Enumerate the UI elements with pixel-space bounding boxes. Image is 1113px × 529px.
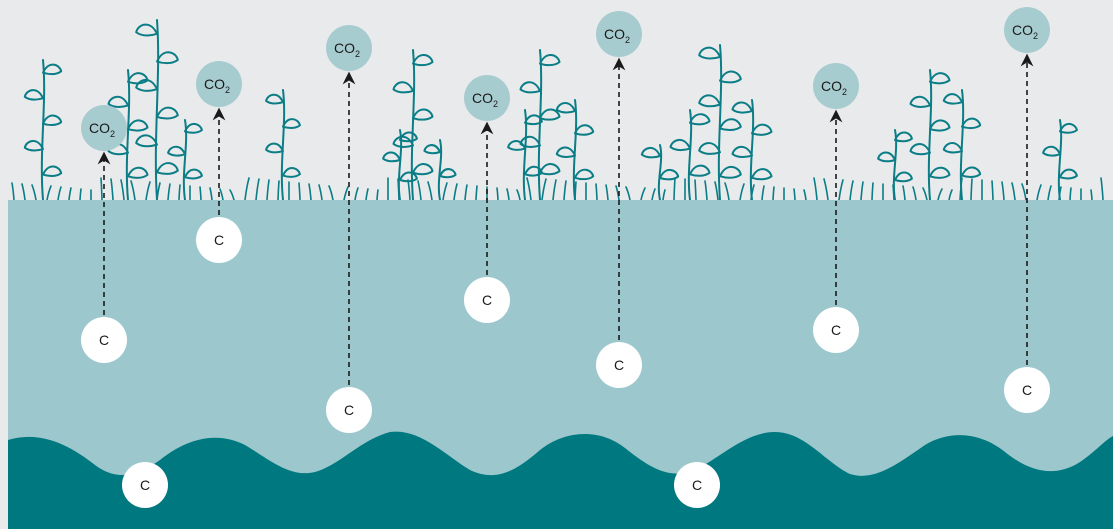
- soil-carbon-badge: C: [81, 317, 127, 363]
- grass-blades-icon: [11, 177, 1104, 201]
- co2-bubble: CO2: [813, 63, 859, 109]
- carbon-label: C: [1022, 382, 1032, 398]
- soil-carbon-badges: C C C C C C C C C: [81, 217, 1050, 508]
- bedrock-carbon-badge: C: [122, 462, 168, 508]
- plant-sprout-icon: [698, 44, 742, 201]
- carbon-label: C: [344, 402, 354, 418]
- carbon-label: C: [831, 322, 841, 338]
- soil-carbon-badge: C: [813, 307, 859, 353]
- carbon-label: C: [140, 477, 150, 493]
- co2-bubble: CO2: [196, 61, 242, 107]
- co2-bubble: CO2: [596, 11, 642, 57]
- bedrock-carbon-badge: C: [674, 462, 720, 508]
- co2-bubble: CO2: [1004, 7, 1050, 53]
- plant-sprout-icon: [135, 19, 179, 201]
- co2-label: CO2: [334, 40, 360, 59]
- co2-label: CO2: [472, 90, 498, 109]
- co2-label: CO2: [204, 76, 230, 95]
- soil-carbon-badge: C: [196, 217, 242, 263]
- plant-sprout-icon: [669, 109, 711, 201]
- plant-sprout-icon: [23, 59, 63, 201]
- soil-carbon-badge: C: [596, 342, 642, 388]
- plant-sprout-icon: [507, 109, 543, 201]
- carbon-label: C: [214, 232, 224, 248]
- soil-carbon-badge: C: [326, 387, 372, 433]
- co2-label: CO2: [604, 26, 630, 45]
- plant-sprout-icon: [265, 89, 301, 201]
- carbon-label: C: [482, 292, 492, 308]
- plant-sprout-icon: [640, 144, 680, 201]
- co2-bubble: CO2: [81, 105, 127, 151]
- co2-label: CO2: [1012, 22, 1038, 41]
- plant-sprout-icon: [167, 119, 203, 201]
- co2-bubble: CO2: [326, 25, 372, 71]
- vegetation: [11, 19, 1104, 201]
- co2-label: CO2: [89, 120, 115, 139]
- bedrock-layer: [8, 431, 1113, 529]
- soil-carbon-badge: C: [464, 277, 510, 323]
- plant-sprout-icon: [555, 99, 595, 201]
- carbon-flow-arrows: [97, 53, 1034, 385]
- soil-carbon-badge: C: [1004, 367, 1050, 413]
- carbon-label: C: [614, 357, 624, 373]
- plant-sprout-icon: [423, 139, 457, 201]
- plant-sprout-icon: [107, 69, 149, 201]
- co2-label: CO2: [821, 78, 847, 97]
- plant-sprout-icon: [1042, 119, 1078, 201]
- plant-sprout-icon: [731, 99, 773, 201]
- co2-bubble: CO2: [464, 75, 510, 121]
- carbon-label: C: [692, 477, 702, 493]
- plant-sprout-icon: [909, 69, 951, 201]
- carbon-label: C: [99, 332, 109, 348]
